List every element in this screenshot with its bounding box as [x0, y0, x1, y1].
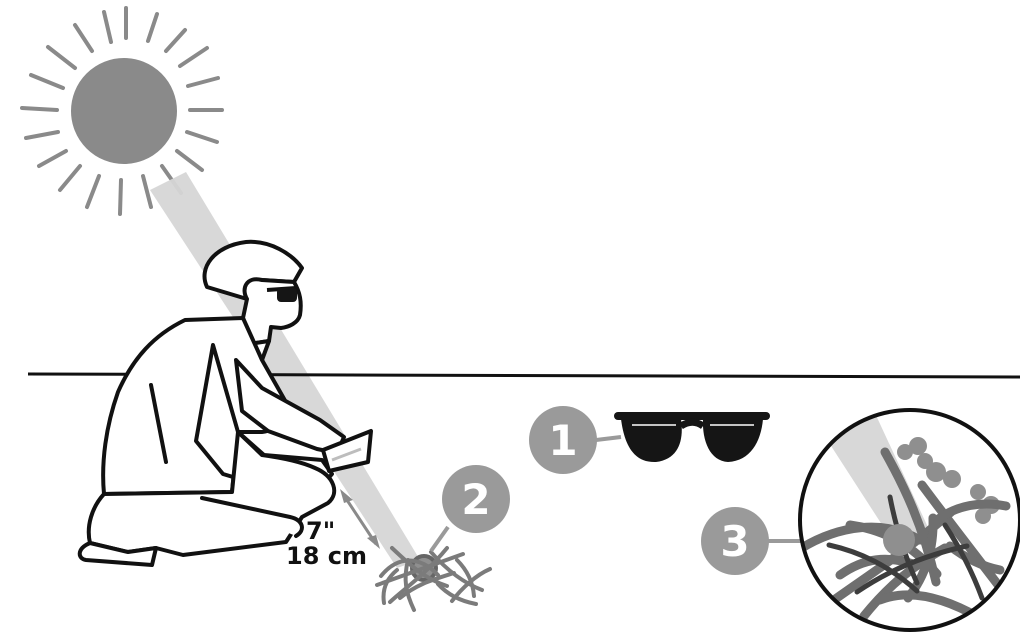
ember-spot — [883, 524, 915, 556]
step-3-marker: 3 — [701, 507, 801, 575]
step-2-marker: 2 — [431, 465, 510, 551]
smoking-tinder-icon — [800, 398, 1020, 630]
sunglasses-icon — [618, 416, 766, 462]
step-1-number: 1 — [548, 416, 577, 465]
step-3-number: 3 — [720, 517, 749, 566]
sun-core — [69, 56, 179, 166]
distance-inches: 7" — [306, 517, 335, 545]
distance-centimeters: 18 cm — [286, 542, 367, 570]
step-1-marker: 1 — [529, 406, 621, 474]
step-2-number: 2 — [461, 475, 490, 524]
